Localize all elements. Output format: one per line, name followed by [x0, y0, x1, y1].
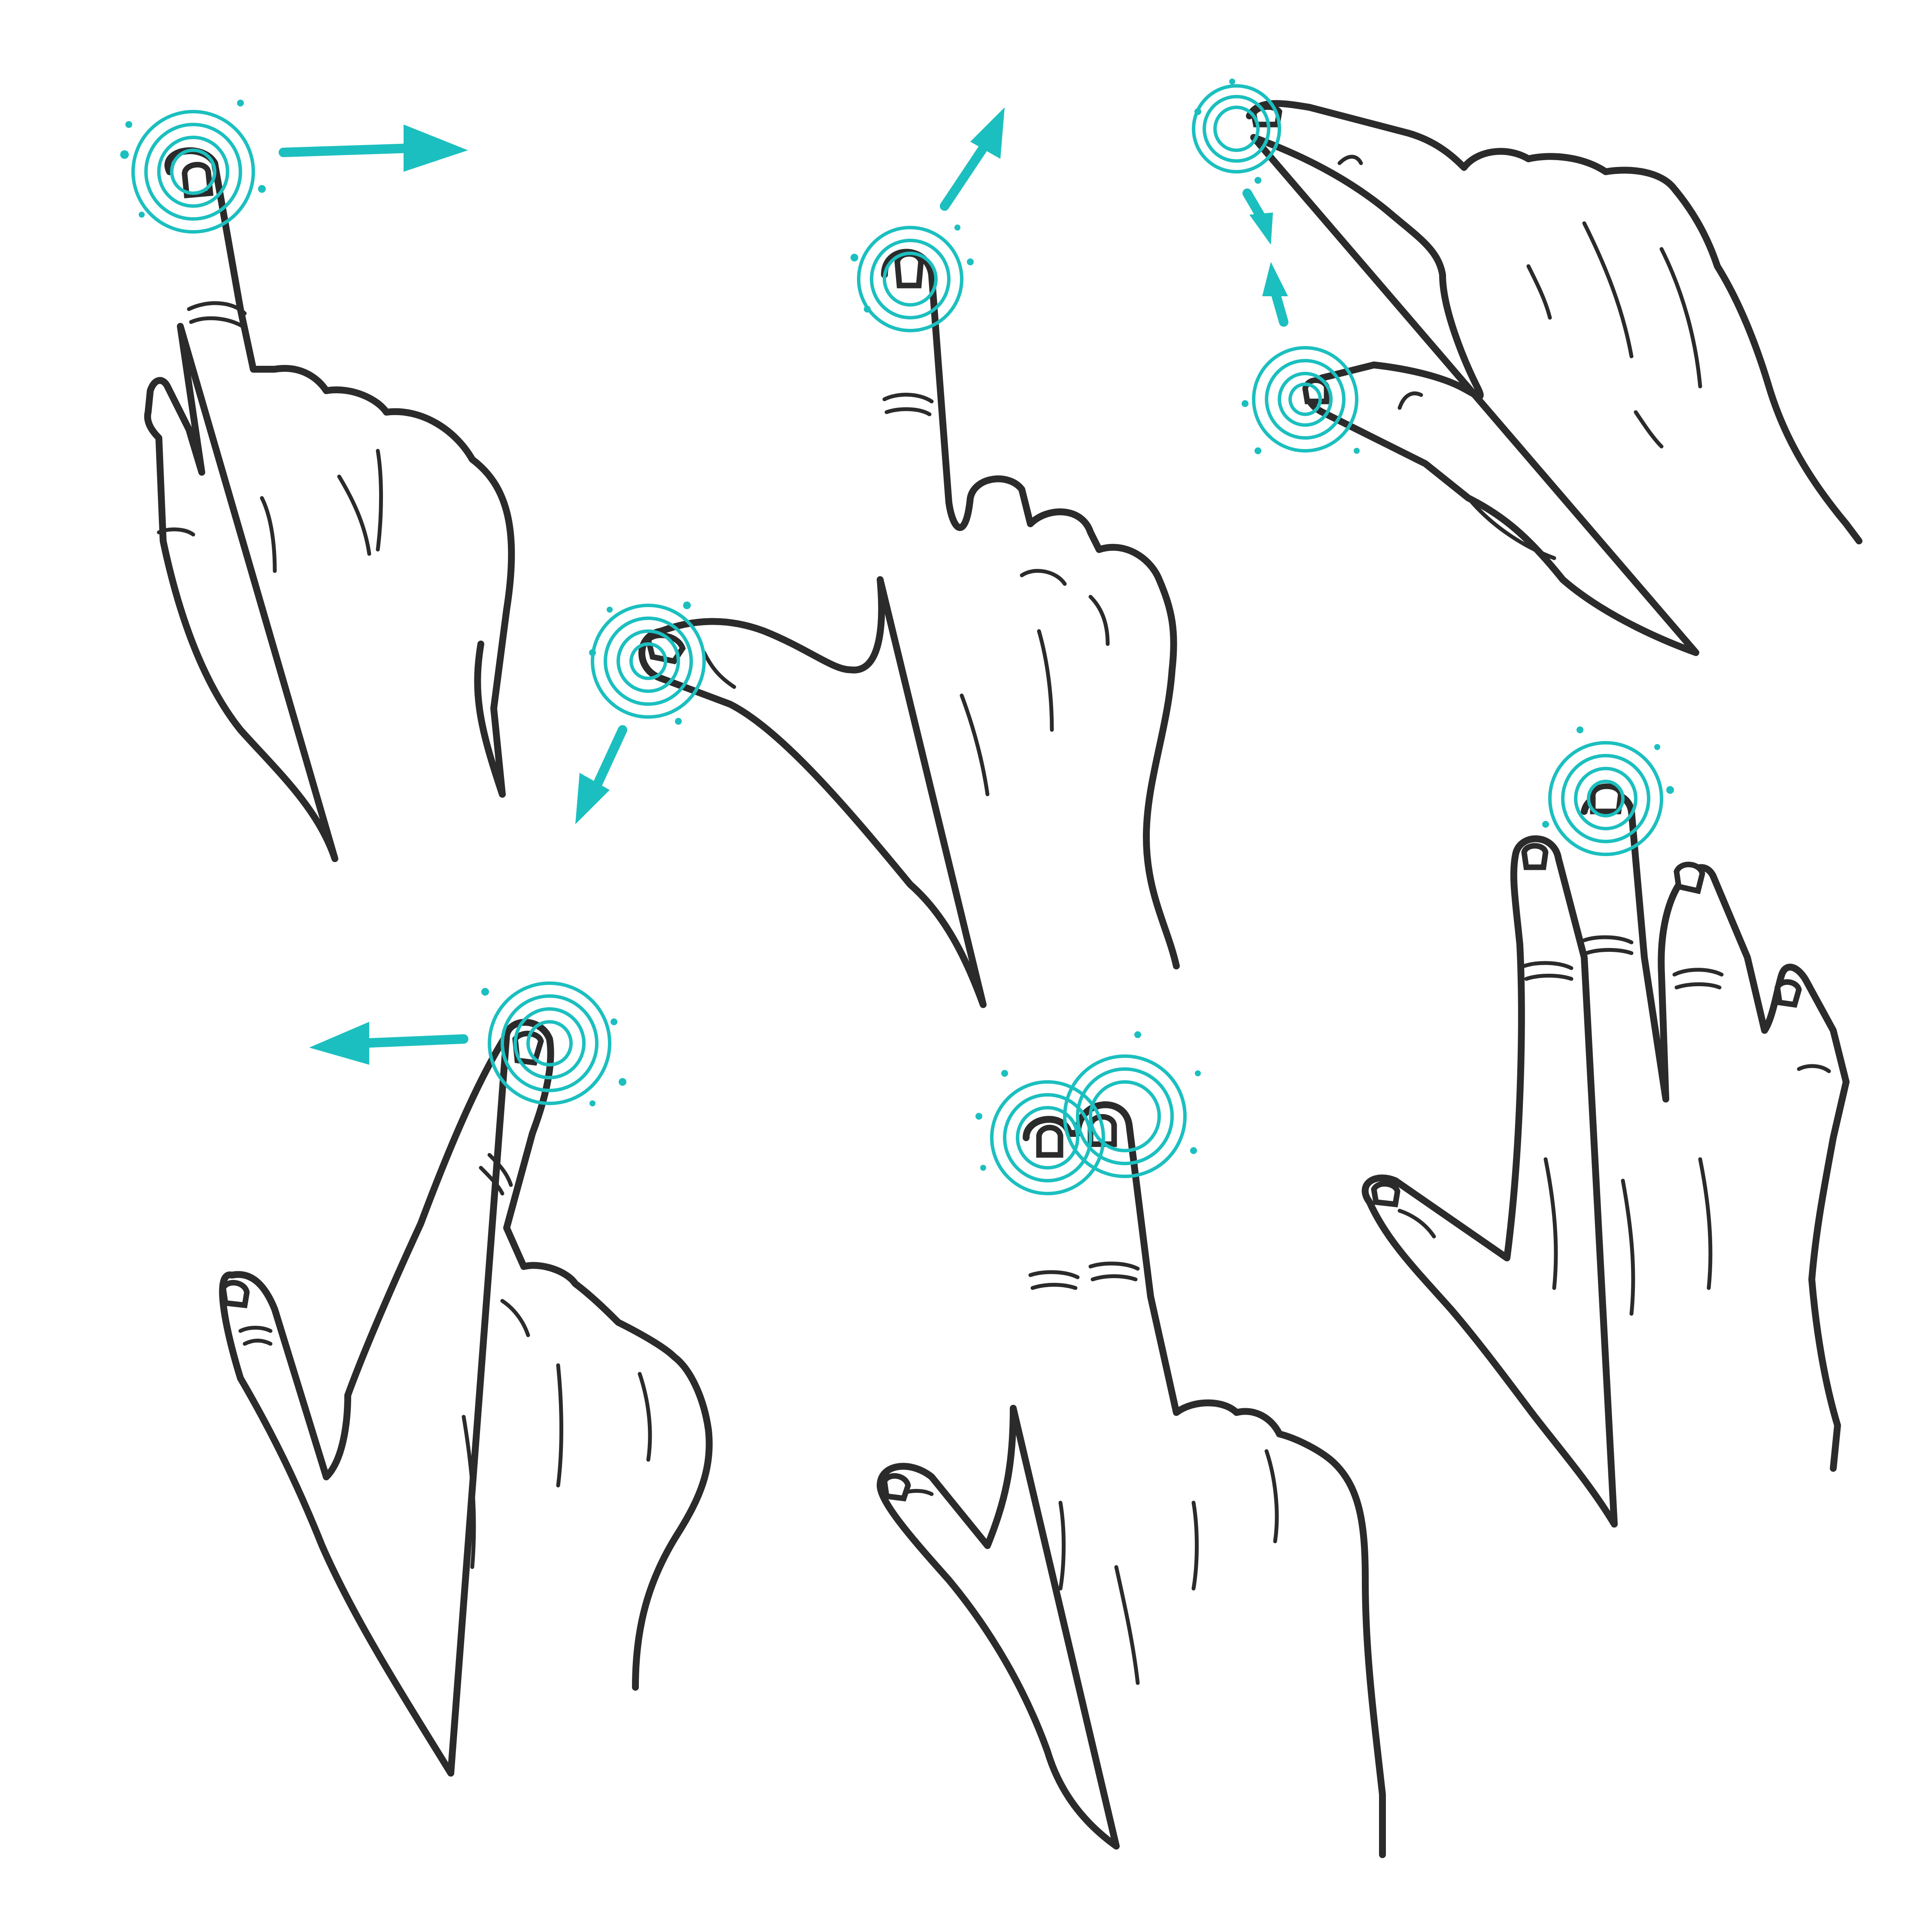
hand-swipe-left — [219, 1019, 713, 1777]
touch-ripple-icon — [851, 225, 974, 332]
nail-tap-ring — [1674, 862, 1705, 894]
arrow-up-right-icon — [940, 107, 1005, 211]
nail-rotate-thumb — [645, 632, 686, 665]
touch-ripple-icon — [589, 601, 706, 725]
gesture-tap — [1361, 726, 1850, 1528]
touch-ripple-icon — [1192, 79, 1281, 184]
hand-rotate — [638, 249, 1180, 1008]
touch-ripple-icon — [1242, 346, 1360, 454]
nail-tap-pinky — [1774, 979, 1802, 1008]
touch-ripple-icon — [1542, 726, 1674, 856]
touch-ripple-icon — [481, 981, 626, 1106]
nail-two-finger-tap-thumb — [881, 1473, 911, 1502]
gesture-swipe-right — [120, 100, 515, 862]
nail-tap-middle — [1590, 783, 1624, 814]
arrow-right-icon — [279, 125, 468, 172]
hand-swipe-right — [144, 147, 515, 862]
hand-pinch — [1246, 100, 1862, 656]
gesture-swipe-left — [219, 981, 713, 1777]
nail-tap-index — [1521, 843, 1549, 870]
arrow-down-icon — [1242, 188, 1273, 245]
arrow-up-icon — [1262, 262, 1288, 327]
nail-swipe-right — [182, 162, 214, 199]
arrow-down-left-icon — [575, 725, 627, 824]
hand-tap — [1361, 790, 1850, 1528]
touch-ripple-icon — [120, 100, 266, 234]
nail-tap-thumb — [1371, 1181, 1400, 1208]
touch-ripple-icon — [1063, 1031, 1201, 1178]
gesture-pinch — [1192, 79, 1862, 656]
hand-two-finger-tap — [877, 1101, 1386, 1858]
nail-swipe-left-thumb — [220, 1280, 250, 1309]
gesture-rotate — [575, 107, 1180, 1008]
gesture-two-finger-tap — [877, 1031, 1386, 1858]
nail-two-finger-tap-index — [1036, 1124, 1063, 1158]
arrow-left-icon — [309, 1022, 468, 1065]
touch-ripple-icon — [975, 1070, 1105, 1195]
nail-rotate-index — [894, 251, 924, 289]
